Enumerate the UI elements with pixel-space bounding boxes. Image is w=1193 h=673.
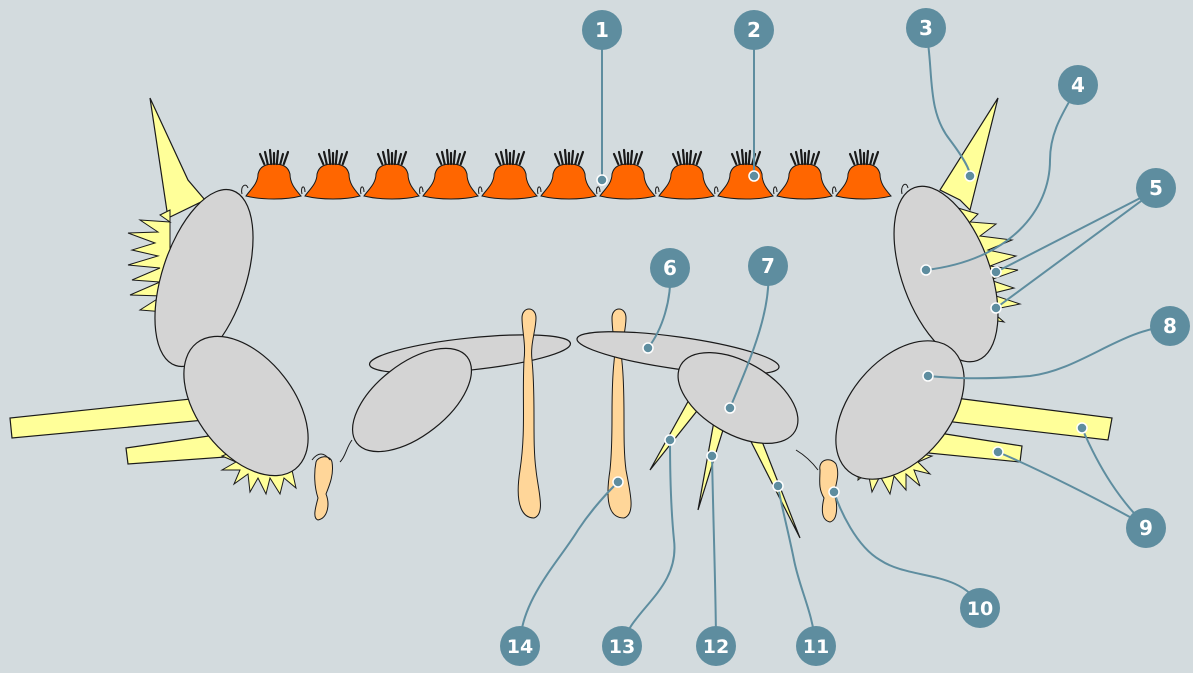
callout-12-label: 12 [703,636,729,658]
leader-dot-12 [707,451,717,461]
callout-9-label: 9 [1139,516,1153,540]
callout-5-label: 5 [1149,176,1163,200]
callout-11: 11 [796,626,836,666]
callout-12: 12 [696,626,736,666]
callout-3-label: 3 [919,16,933,40]
callout-8: 8 [1150,306,1190,346]
callout-14: 14 [500,626,540,666]
leader-dot-5a [991,267,1001,277]
callout-4: 4 [1058,65,1098,105]
callout-6: 6 [650,248,690,288]
leader-dot-3 [965,171,975,181]
callout-8-label: 8 [1163,314,1177,338]
leader-dot-7 [725,403,735,413]
leader-dot-13 [665,435,675,445]
leader-dot-4 [921,265,931,275]
callout-14-label: 14 [507,636,533,658]
callout-11-label: 11 [803,636,829,658]
leader-dot-6 [643,343,653,353]
callout-10-label: 10 [967,598,993,620]
callout-7-label: 7 [761,254,775,278]
callout-2-label: 2 [747,18,761,42]
callout-3: 3 [906,8,946,48]
callout-9: 9 [1126,508,1166,548]
leader-dot-9a [1077,423,1087,433]
callout-1-label: 1 [595,18,609,42]
callout-2: 2 [734,10,774,50]
callout-10: 10 [960,588,1000,628]
leader-dot-1 [597,175,607,185]
callout-7: 7 [748,246,788,286]
leader-dot-14 [613,477,623,487]
leader-dot-10 [829,487,839,497]
leader-dot-9b [993,447,1003,457]
leader-dot-5b [991,303,1001,313]
callout-4-label: 4 [1071,73,1085,97]
leader-dot-11 [773,481,783,491]
leader-dot-2 [749,171,759,181]
callout-5: 5 [1136,168,1176,208]
callout-13-label: 13 [609,636,635,658]
callout-13: 13 [602,626,642,666]
callout-6-label: 6 [663,256,677,280]
callout-1: 1 [582,10,622,50]
leader-dot-8 [923,371,933,381]
